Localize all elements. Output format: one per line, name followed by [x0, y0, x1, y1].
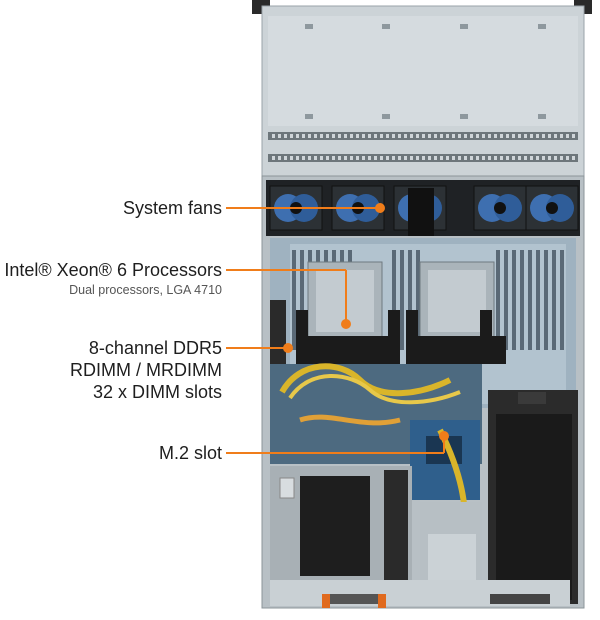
callout-processors-subtitle: Dual processors, LGA 4710 [69, 283, 222, 297]
fan-unit [525, 185, 579, 231]
callout-m2-slot-title: M.2 slot [158, 443, 222, 463]
vent-strips [268, 132, 578, 162]
callout-processors: Intel® Xeon® 6 Processors Dual processor… [4, 259, 222, 299]
callout-processors-title: Intel® Xeon® 6 Processors [4, 260, 222, 280]
fan-unit [473, 185, 527, 231]
leader-dot-processors [341, 319, 351, 329]
leader-dot-system-fans [375, 203, 385, 213]
system-fans-graphic [269, 185, 579, 236]
callout-dimm-line-1: 8-channel DDR5 [88, 338, 222, 358]
callout-leader-lines [226, 203, 449, 454]
callout-system-fans-title: System fans [122, 198, 222, 218]
callout-dimm: 8-channel DDR5 RDIMM / MRDIMM 32 x DIMM … [70, 337, 222, 403]
leader-dot-dimm [283, 343, 293, 353]
callout-m2-slot: M.2 slot [159, 442, 222, 464]
callout-system-fans: System fans [123, 197, 222, 219]
callout-dimm-line-2: RDIMM / MRDIMM [70, 360, 222, 380]
callout-dimm-line-3: 32 x DIMM slots [92, 382, 222, 402]
